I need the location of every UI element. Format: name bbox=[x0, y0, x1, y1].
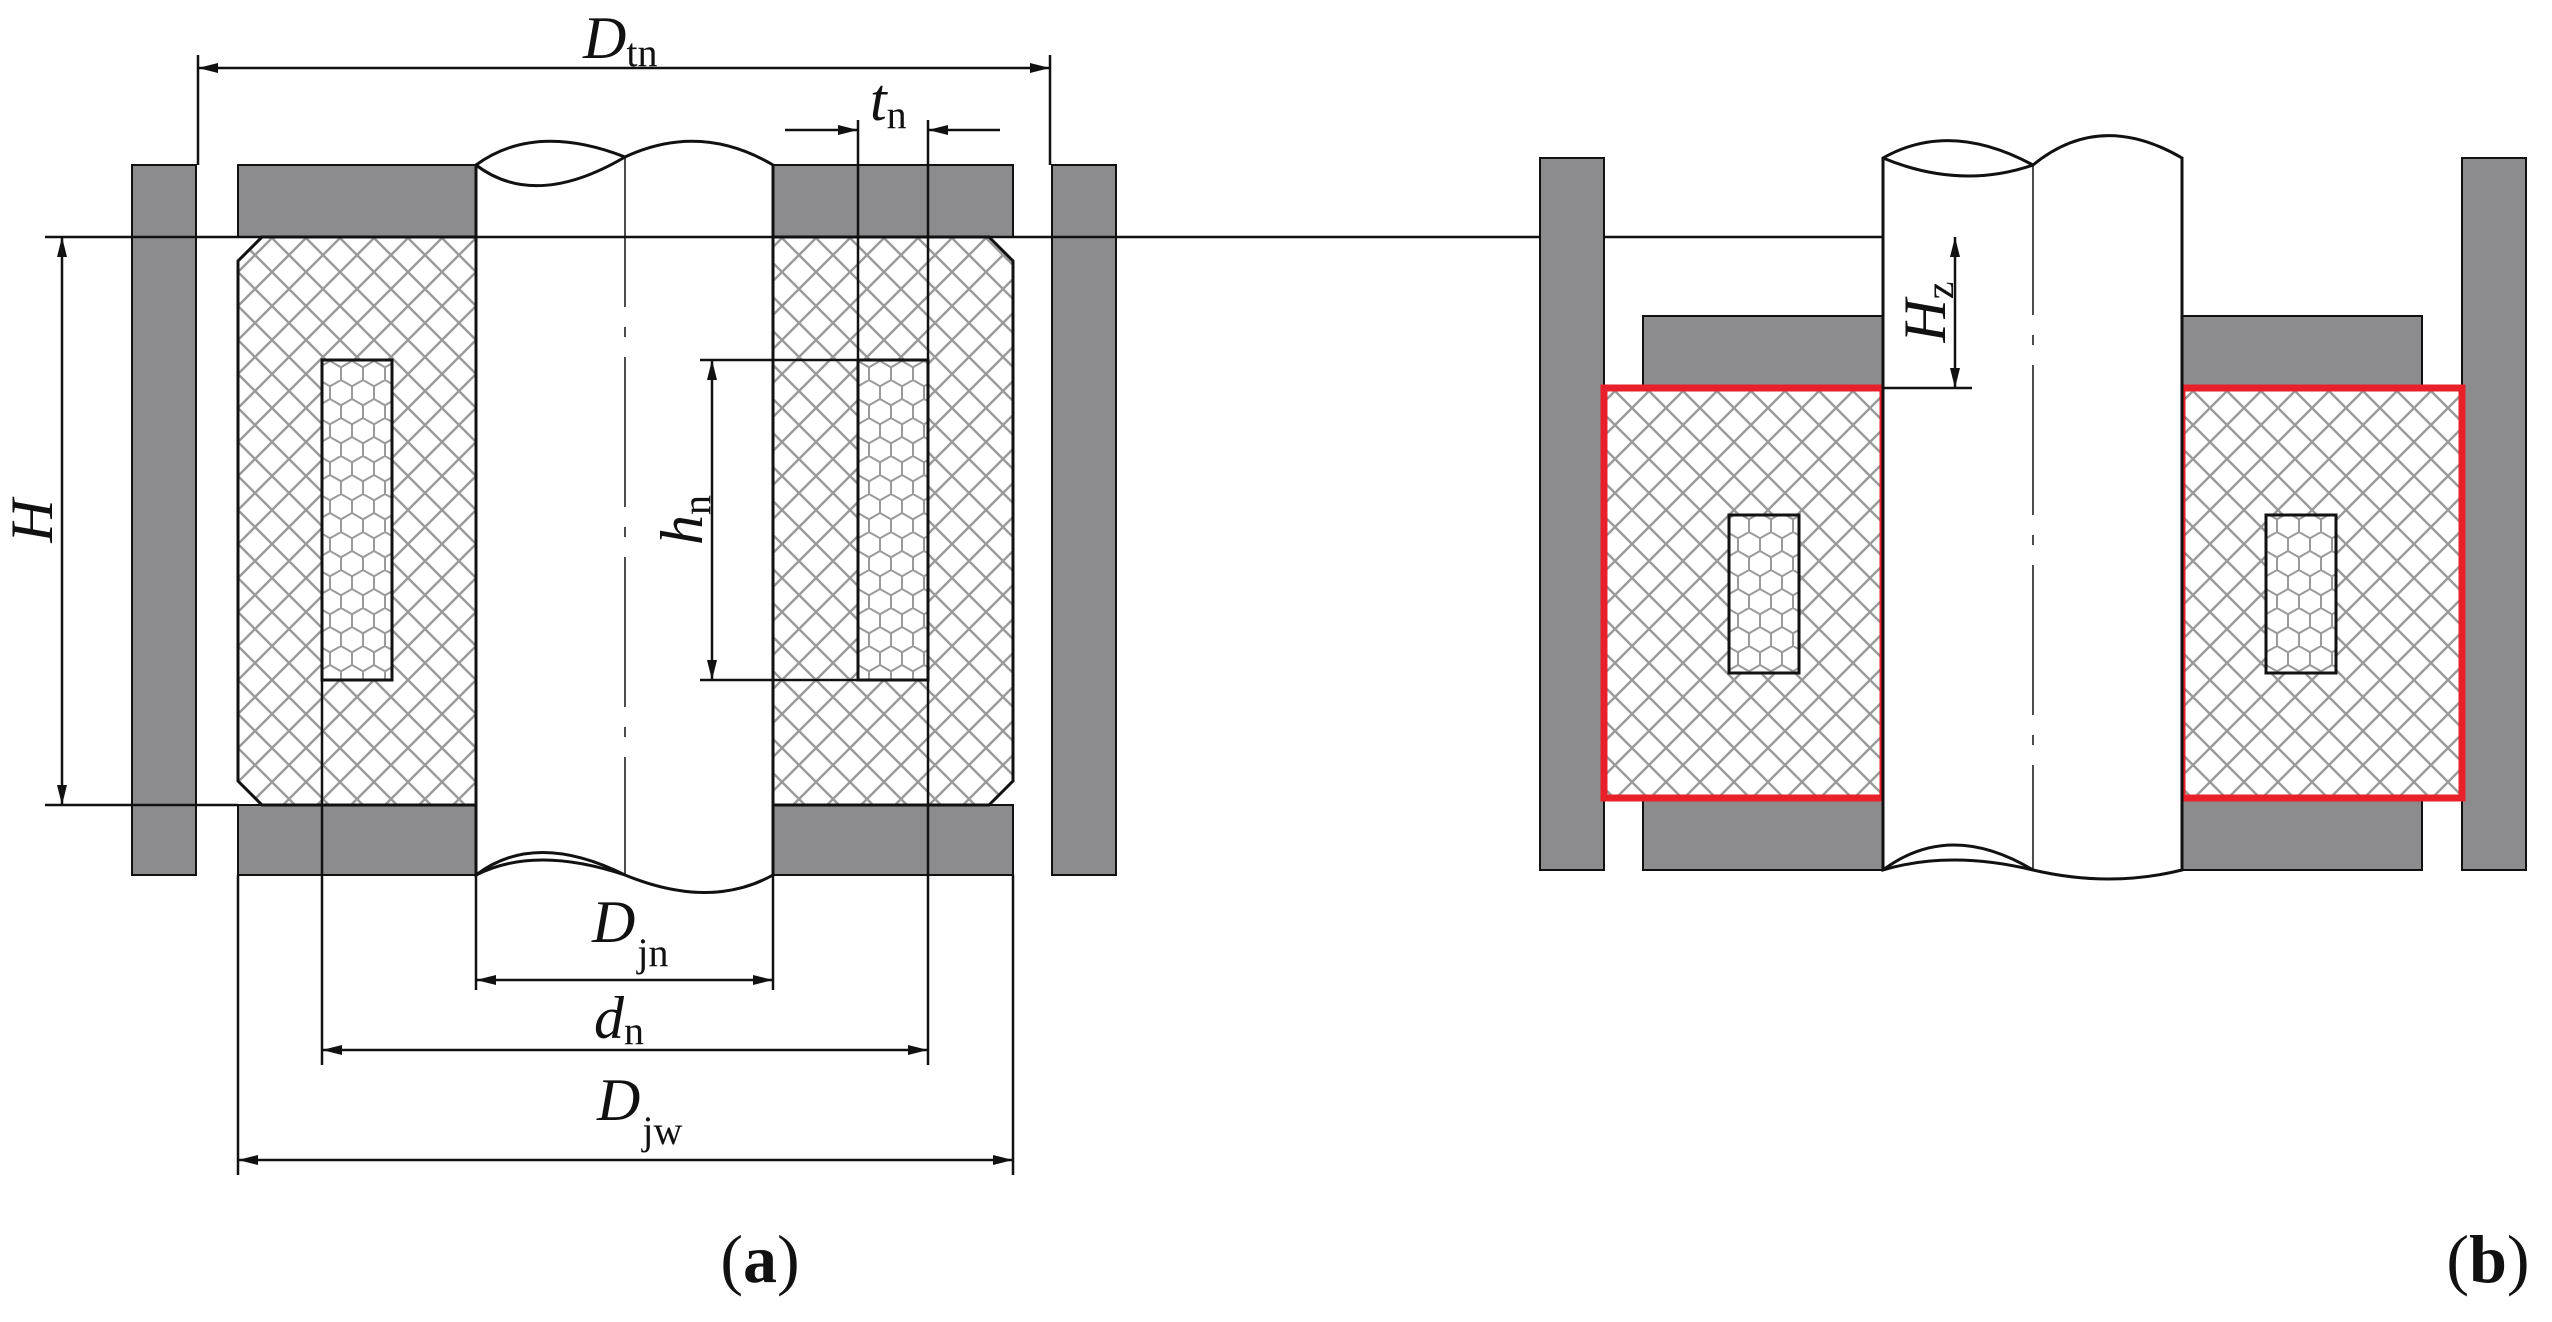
core-break-top-b bbox=[1882, 156, 2034, 178]
outer-shell-left bbox=[131, 164, 197, 876]
inner-coil-left-b bbox=[1727, 513, 1801, 675]
caption-b: (b) bbox=[2446, 1221, 2529, 1297]
yoke-top-left bbox=[237, 164, 477, 238]
core-break-bottom bbox=[475, 851, 626, 877]
core-break-bottom-b bbox=[1882, 843, 2034, 872]
yoke-top-left-b bbox=[1642, 315, 1884, 389]
yoke-top-right bbox=[772, 164, 1014, 238]
label-D-tn: Dtn bbox=[582, 5, 657, 75]
outer-shell-left-b bbox=[1539, 157, 1605, 871]
label-H-z: Hz bbox=[1892, 281, 1962, 343]
extension-lines-a bbox=[45, 55, 1972, 1175]
label-d-n: dn bbox=[594, 985, 644, 1053]
label-h-n: hn bbox=[649, 495, 719, 545]
outer-shell-right-b bbox=[2461, 157, 2527, 871]
caption-a: (a) bbox=[720, 1221, 799, 1297]
yoke-bottom-left-b bbox=[1642, 797, 1884, 871]
inner-coil-left bbox=[320, 358, 394, 682]
outer-shell-right bbox=[1051, 164, 1117, 876]
label-t-n: tn bbox=[870, 67, 907, 137]
inner-coil-right bbox=[856, 358, 930, 682]
yoke-bottom-left bbox=[237, 804, 477, 876]
panel-b: Hz (b) bbox=[1539, 134, 2530, 1297]
label-H: H bbox=[0, 496, 65, 544]
dimension-arrows-a bbox=[57, 63, 1050, 1165]
core-break-top bbox=[475, 155, 626, 188]
yoke-top-right-b bbox=[2181, 315, 2423, 389]
yoke-bottom-right-b bbox=[2181, 797, 2423, 871]
label-D-jw: Djw bbox=[596, 1067, 682, 1153]
panel-a: Dtn tn H hn Djn dn Djw (a) bbox=[0, 5, 1972, 1297]
inner-coil-right-b bbox=[2264, 513, 2338, 675]
label-D-jn: Djn bbox=[591, 889, 668, 975]
yoke-bottom-right bbox=[772, 804, 1014, 876]
